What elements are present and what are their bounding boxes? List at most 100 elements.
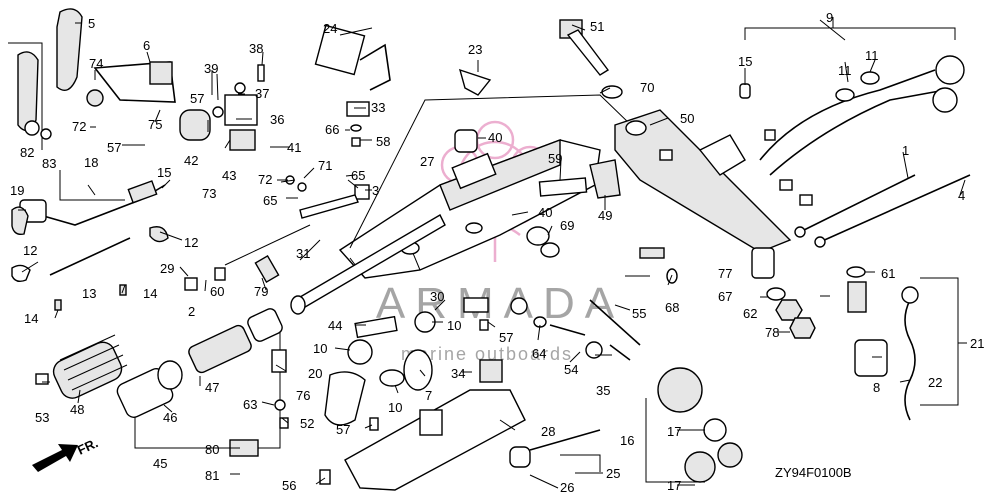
callout-34: 34 [451, 366, 465, 381]
callout-3: 3 [372, 183, 379, 198]
callout-11b: 11 [865, 48, 879, 63]
callout-64: 64 [532, 346, 546, 361]
callout-21: 21 [970, 336, 984, 351]
callout-8: 8 [873, 380, 880, 395]
wire-harness-18 [11, 180, 169, 276]
callout-28: 28 [541, 424, 555, 439]
callout-51: 51 [590, 19, 604, 34]
callout-37: 37 [255, 86, 269, 101]
callout-24: 24 [323, 21, 337, 36]
callout-73: 73 [202, 186, 216, 201]
callout-78: 78 [765, 325, 779, 340]
diagram-code: ZY94F0100B [775, 465, 852, 480]
callout-25: 25 [606, 466, 620, 481]
callout-40b: 40 [538, 205, 552, 220]
callout-10c: 10 [388, 400, 402, 415]
callout-66: 66 [325, 122, 339, 137]
callout-50: 50 [680, 111, 694, 126]
watermark-brand: ARMADA [376, 279, 624, 328]
callout-40a: 40 [488, 130, 502, 145]
ignition-switch [509, 299, 743, 483]
callout-72a: 72 [72, 119, 86, 134]
callout-35: 35 [596, 383, 610, 398]
callout-47: 47 [205, 380, 219, 395]
callout-9: 9 [826, 10, 833, 25]
watermark-tagline: marine outboards [401, 344, 573, 364]
callout-6: 6 [143, 38, 150, 53]
front-label: FR. [75, 435, 100, 457]
bracket-5 [17, 8, 83, 140]
callout-49: 49 [598, 208, 612, 223]
callout-65a: 65 [351, 168, 365, 183]
callout-44: 44 [328, 318, 342, 333]
callout-58: 58 [376, 134, 390, 149]
throttle-shaft [224, 214, 446, 315]
callout-53: 53 [35, 410, 49, 425]
callout-29: 29 [160, 261, 174, 276]
cable-assembly-upper-left [86, 61, 258, 151]
callout-60: 60 [210, 284, 224, 299]
callout-20: 20 [308, 366, 322, 381]
callout-79: 79 [254, 284, 268, 299]
callout-83: 83 [42, 156, 56, 171]
callout-23: 23 [468, 42, 482, 57]
callout-80: 80 [205, 442, 219, 457]
callout-39: 39 [204, 61, 218, 76]
callout-48: 48 [70, 402, 84, 417]
callout-74: 74 [89, 56, 103, 71]
callout-70: 70 [640, 80, 654, 95]
callout-14a: 14 [24, 311, 38, 326]
callout-18: 18 [84, 155, 98, 170]
callout-62: 62 [743, 306, 757, 321]
callout-57a: 57 [190, 91, 204, 106]
callout-12a: 12 [23, 243, 37, 258]
callout-68: 68 [665, 300, 679, 315]
front-direction-indicator: FR. [32, 435, 100, 472]
callout-10b: 10 [447, 318, 461, 333]
callout-5: 5 [88, 16, 95, 31]
callout-labels: 1 2 3 4 5 6 7 8 9 10 10 10 11 11 12 12 1… [10, 10, 984, 495]
callout-57c: 57 [499, 330, 513, 345]
callout-19: 19 [10, 183, 24, 198]
callout-59: 59 [548, 151, 562, 166]
hardware-right [751, 247, 919, 421]
callout-38: 38 [249, 41, 263, 56]
callout-54: 54 [564, 362, 578, 377]
callout-33: 33 [371, 100, 385, 115]
callout-71: 71 [318, 158, 332, 173]
callout-69: 69 [560, 218, 574, 233]
callout-12b: 12 [184, 235, 198, 250]
grip-assembly [52, 308, 283, 418]
callout-57b: 57 [107, 140, 121, 155]
callout-31: 31 [296, 246, 310, 261]
callout-13: 13 [82, 286, 96, 301]
callout-36: 36 [270, 112, 284, 127]
callout-82: 82 [20, 145, 34, 160]
callout-10a: 10 [313, 341, 327, 356]
control-cables [794, 174, 971, 248]
callout-75: 75 [148, 117, 162, 132]
callout-27: 27 [420, 154, 434, 169]
callout-14b: 14 [143, 286, 157, 301]
callout-41: 41 [287, 140, 301, 155]
wire-harness-9 [739, 55, 965, 206]
callout-45: 45 [153, 456, 167, 471]
callout-11a: 11 [838, 63, 852, 78]
callout-1: 1 [902, 143, 909, 158]
callout-42: 42 [184, 153, 198, 168]
lower-cover-28 [344, 359, 526, 491]
front-arrow-icon [32, 444, 78, 472]
callout-81: 81 [205, 468, 219, 483]
callout-63: 63 [243, 397, 257, 412]
steering-bracket [614, 109, 792, 253]
callout-22: 22 [928, 375, 942, 390]
callout-4: 4 [958, 188, 965, 203]
callout-76: 76 [296, 388, 310, 403]
callout-43: 43 [222, 168, 236, 183]
callout-72b: 72 [258, 172, 272, 187]
callout-55: 55 [632, 306, 646, 321]
callout-65b: 65 [263, 193, 277, 208]
callout-16: 16 [620, 433, 634, 448]
group-brackets [8, 17, 967, 483]
